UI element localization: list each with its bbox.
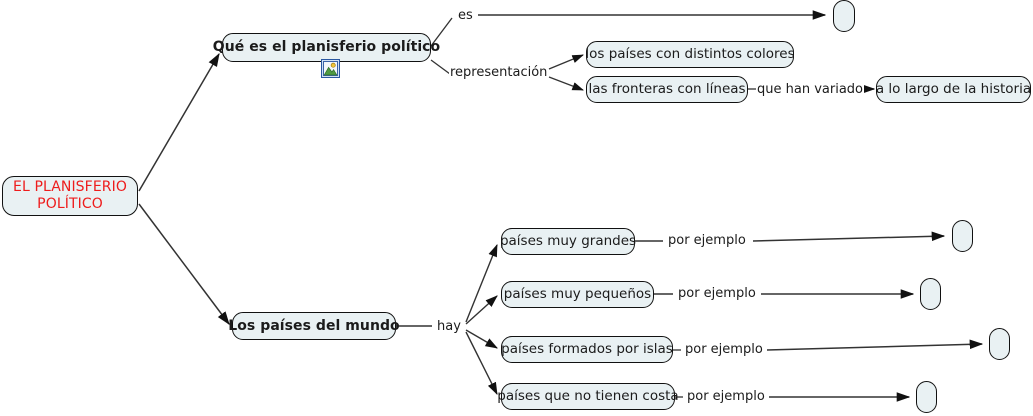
link-label-por-ejemplo-1: por ejemplo bbox=[667, 233, 747, 248]
node-paises-formados-por-islas[interactable]: países formados por islas bbox=[501, 336, 673, 363]
picture-icon[interactable] bbox=[321, 59, 340, 78]
node-paises-que-no-tienen-costa[interactable]: países que no tienen costa bbox=[497, 383, 679, 410]
link-label-representacion: representación bbox=[449, 65, 549, 80]
node-paises-muy-pequenos[interactable]: países muy pequeños bbox=[501, 281, 654, 308]
node-fronteras-con-lineas[interactable]: las fronteras con líneas bbox=[586, 76, 748, 103]
link-label-por-ejemplo-3: por ejemplo bbox=[684, 342, 764, 357]
link-label-por-ejemplo-2: por ejemplo bbox=[677, 286, 757, 301]
link-label-por-ejemplo-4: por ejemplo bbox=[686, 389, 766, 404]
link-label-es: es bbox=[457, 8, 474, 23]
empty-node-es-target[interactable] bbox=[833, 0, 855, 32]
link-label-que-han-variado: que han variado bbox=[756, 82, 864, 97]
node-paises-muy-grandes[interactable]: países muy grandes bbox=[500, 228, 636, 255]
empty-node-target-4[interactable] bbox=[916, 381, 937, 413]
node-a-lo-largo-de-la-historia[interactable]: a lo largo de la historia bbox=[876, 76, 1031, 103]
node-los-paises-del-mundo[interactable]: Los países del mundo bbox=[228, 312, 400, 340]
empty-node-target-1[interactable] bbox=[952, 220, 973, 252]
empty-node-target-2[interactable] bbox=[920, 278, 941, 310]
node-que-es-el-planisferio-politico[interactable]: Qué es el planisferio político bbox=[213, 33, 440, 62]
empty-node-target-3[interactable] bbox=[989, 328, 1010, 360]
node-paises-distintos-colores[interactable]: los países con distintos colores bbox=[585, 41, 795, 68]
link-label-hay: hay bbox=[436, 319, 462, 334]
root-node-planisferio-politico[interactable]: EL PLANISFERIO POLÍTICO bbox=[2, 176, 138, 216]
